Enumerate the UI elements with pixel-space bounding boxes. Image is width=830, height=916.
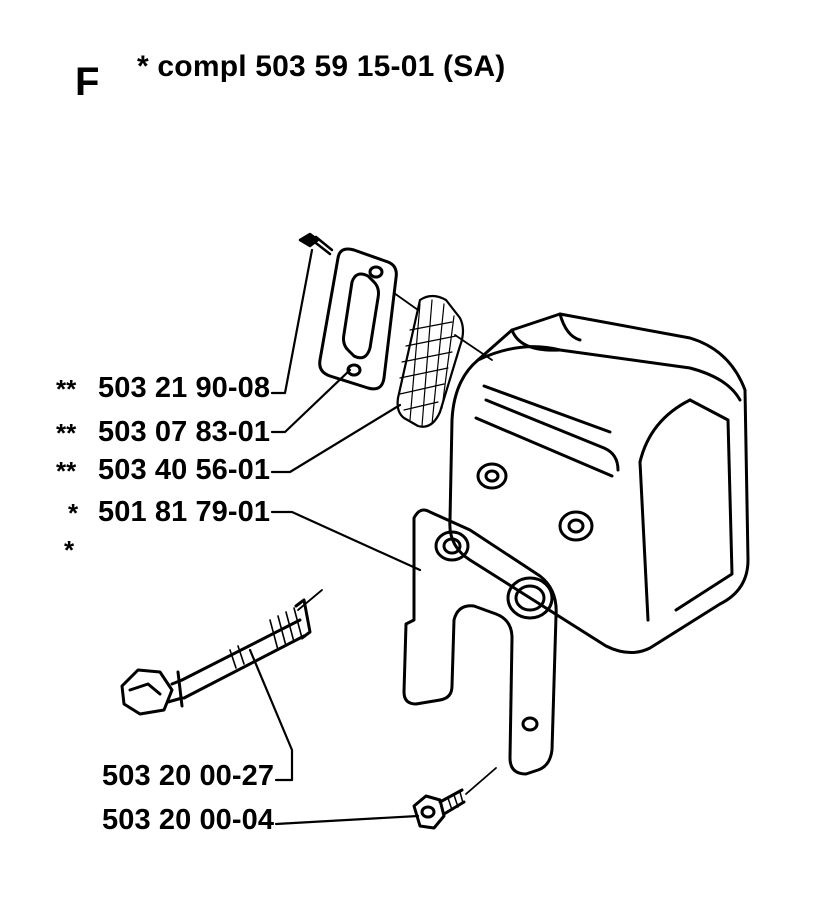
mounting-bracket-icon <box>402 508 558 776</box>
leader-line-4 <box>270 510 422 572</box>
assembly-title: * compl 503 59 15-01 (SA) <box>137 50 506 83</box>
bolt-icon <box>120 598 312 716</box>
callout-marker-5: * <box>64 535 75 565</box>
callout-part-number-3: 503 40 56-01 <box>98 454 271 486</box>
leader-line-6 <box>248 648 294 782</box>
callout-marker-2: ** <box>56 418 77 448</box>
leader-line-1 <box>270 248 314 395</box>
axis-line-small-screw <box>465 767 497 795</box>
spark-screen-icon <box>396 294 465 428</box>
callout-marker-1: ** <box>56 374 77 404</box>
section-letter: F <box>75 60 100 104</box>
leader-line-7 <box>274 814 420 826</box>
callout-part-number-1: 503 21 90-08 <box>98 372 271 404</box>
gasket-icon <box>318 247 398 391</box>
callout-part-number-2: 503 07 83-01 <box>98 416 271 448</box>
axis-line-bolt <box>297 589 323 611</box>
callout-marker-4: * <box>68 498 79 528</box>
callout-part-number-6: 503 20 00-27 <box>102 760 275 792</box>
small-screw-icon <box>412 788 466 830</box>
axis-line-screen <box>393 292 419 311</box>
callout-part-number-4: 501 81 79-01 <box>98 496 271 528</box>
leader-line-3 <box>270 403 402 474</box>
screw-icon <box>298 232 334 256</box>
callout-part-number-7: 503 20 00-04 <box>102 804 275 836</box>
muffler-icon <box>448 312 750 654</box>
callout-marker-3: ** <box>56 456 77 486</box>
leader-line-2 <box>270 368 352 434</box>
